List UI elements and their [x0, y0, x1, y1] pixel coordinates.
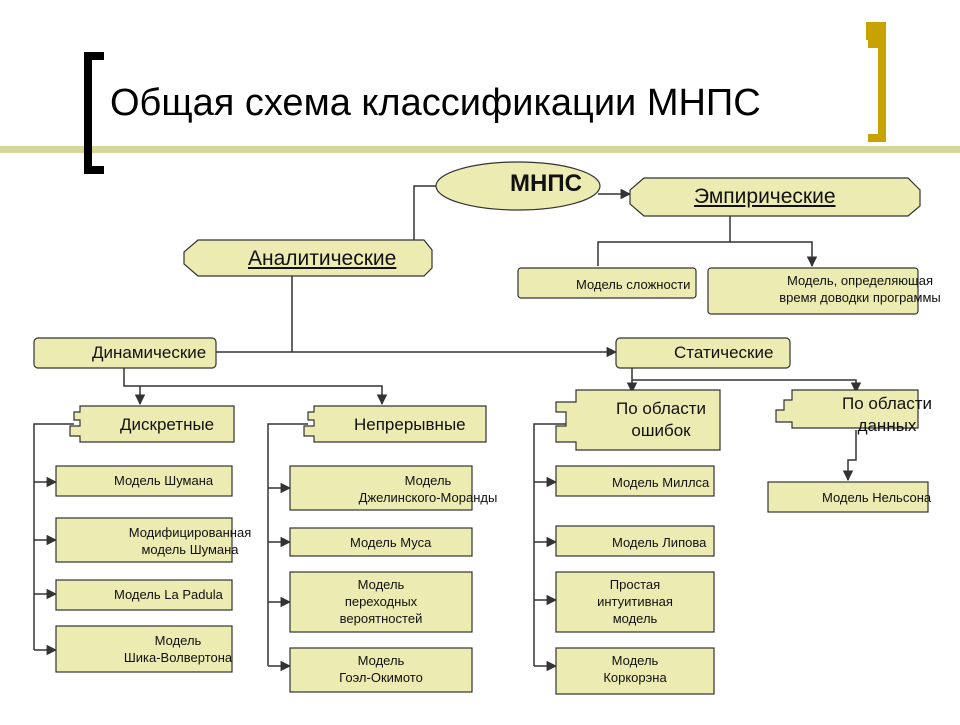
corcoran-box — [555, 647, 715, 695]
transition-line-2: переходных — [344, 594, 418, 609]
empirical-box — [629, 177, 921, 217]
debug-time-model-label: Модель, определяющая время доводки прогр… — [762, 272, 958, 306]
mills-label: Модель Миллса — [612, 475, 710, 490]
analytical-box — [183, 239, 433, 277]
connector-empirical-right — [730, 241, 818, 268]
connector-dynamic-split — [123, 368, 388, 406]
transition-line-1: Модель — [357, 577, 405, 592]
error-area-line-2: ошибок — [631, 421, 691, 440]
data-area-label: По области данных — [822, 393, 952, 437]
mod-shooman-box — [55, 517, 233, 563]
root-label: МНПС — [510, 170, 582, 197]
lapadula-label: Модель La Padula — [114, 587, 223, 602]
data-area-line-2: данных — [857, 416, 917, 435]
complexity-model-box — [517, 267, 697, 299]
goel-line-2: Гоэл-Окимото — [339, 670, 423, 685]
discrete-label: Дискретные — [120, 415, 215, 434]
left-bracket — [84, 52, 104, 174]
static-box — [615, 337, 791, 369]
discrete-box — [69, 405, 235, 443]
connectors — [33, 185, 862, 672]
debug-time-model-line-2: время доводки программы — [779, 290, 941, 305]
dynamic-label: Динамические — [92, 343, 207, 362]
intuitive-line-1: Простая — [609, 577, 661, 592]
error-area-line-1: По области — [616, 399, 706, 418]
jm-line-2: Джелинского-Моранды — [358, 490, 498, 505]
title-underline-bar — [0, 146, 960, 153]
goel-label: Модель Гоэл-Окимото — [306, 652, 456, 686]
schick-line-2: Шика-Волвертона — [123, 650, 233, 665]
intuitive-label: Простая интуитивная модель — [570, 576, 700, 627]
lipow-label: Модель Липова — [612, 535, 707, 550]
nelson-label: Модель Нельсона — [822, 490, 932, 505]
lapadula-box — [55, 579, 233, 611]
schick-line-1: Модель — [154, 633, 202, 648]
mills-box — [555, 465, 715, 497]
intuitive-line-3: модель — [612, 611, 658, 626]
connector-data-nelson — [842, 430, 857, 482]
shooman-box — [55, 465, 233, 497]
root-ellipse — [435, 161, 601, 211]
jm-label: Модель Джелинского-Моранды — [336, 472, 520, 506]
mod-shooman-line-1: Модифицированная — [128, 525, 252, 540]
transition-label: Модель переходных вероятностей — [306, 576, 456, 627]
error-area-label: По области ошибок — [596, 398, 726, 442]
node-shapes — [33, 161, 929, 695]
transition-line-3: вероятностей — [339, 611, 423, 626]
corner-gold-square — [866, 22, 886, 40]
connector-error-list — [533, 423, 570, 666]
debug-time-model-box — [707, 267, 919, 315]
jm-line-1: Модель — [404, 473, 452, 488]
jm-box — [289, 465, 473, 511]
connector-discrete-list — [33, 423, 74, 650]
shooman-label: Модель Шумана — [114, 473, 214, 488]
corcoran-label: Модель Коркорэна — [570, 652, 700, 686]
nelson-box — [767, 481, 929, 513]
connector-static-split — [631, 368, 862, 394]
continuous-label: Непрерывные — [354, 415, 466, 434]
transition-box — [289, 571, 473, 633]
lipow-box — [555, 525, 715, 557]
goel-line-1: Модель — [357, 653, 405, 668]
complexity-model-label: Модель сложности — [576, 277, 691, 292]
analytical-label: Аналитические — [248, 247, 397, 270]
connector-empirical-split — [597, 216, 731, 266]
schick-label: Модель Шика-Волвертона — [108, 632, 248, 666]
empirical-label: Эмпирические — [694, 185, 836, 208]
continuous-box — [303, 405, 487, 443]
error-area-box — [555, 389, 721, 451]
debug-time-model-line-1: Модель, определяющая — [786, 273, 934, 288]
page-title: Общая схема классификации МНПС — [110, 82, 761, 124]
static-label: Статические — [674, 343, 774, 362]
musa-box — [289, 527, 473, 557]
goel-box — [289, 647, 473, 693]
corcoran-line-2: Коркорэна — [603, 670, 667, 685]
musa-label: Модель Муса — [350, 535, 432, 550]
data-area-line-1: По области — [842, 394, 932, 413]
mod-shooman-label: Модифицированная модель Шумана — [106, 524, 274, 558]
corcoran-line-1: Модель — [611, 653, 659, 668]
dynamic-box — [33, 337, 217, 369]
right-bracket — [868, 40, 886, 142]
schick-box — [55, 625, 233, 673]
data-area-box — [775, 389, 919, 429]
intuitive-box — [555, 571, 715, 633]
connector-continuous-list — [267, 423, 308, 666]
mod-shooman-line-2: модель Шумана — [141, 542, 239, 557]
intuitive-line-2: интуитивная — [597, 594, 673, 609]
